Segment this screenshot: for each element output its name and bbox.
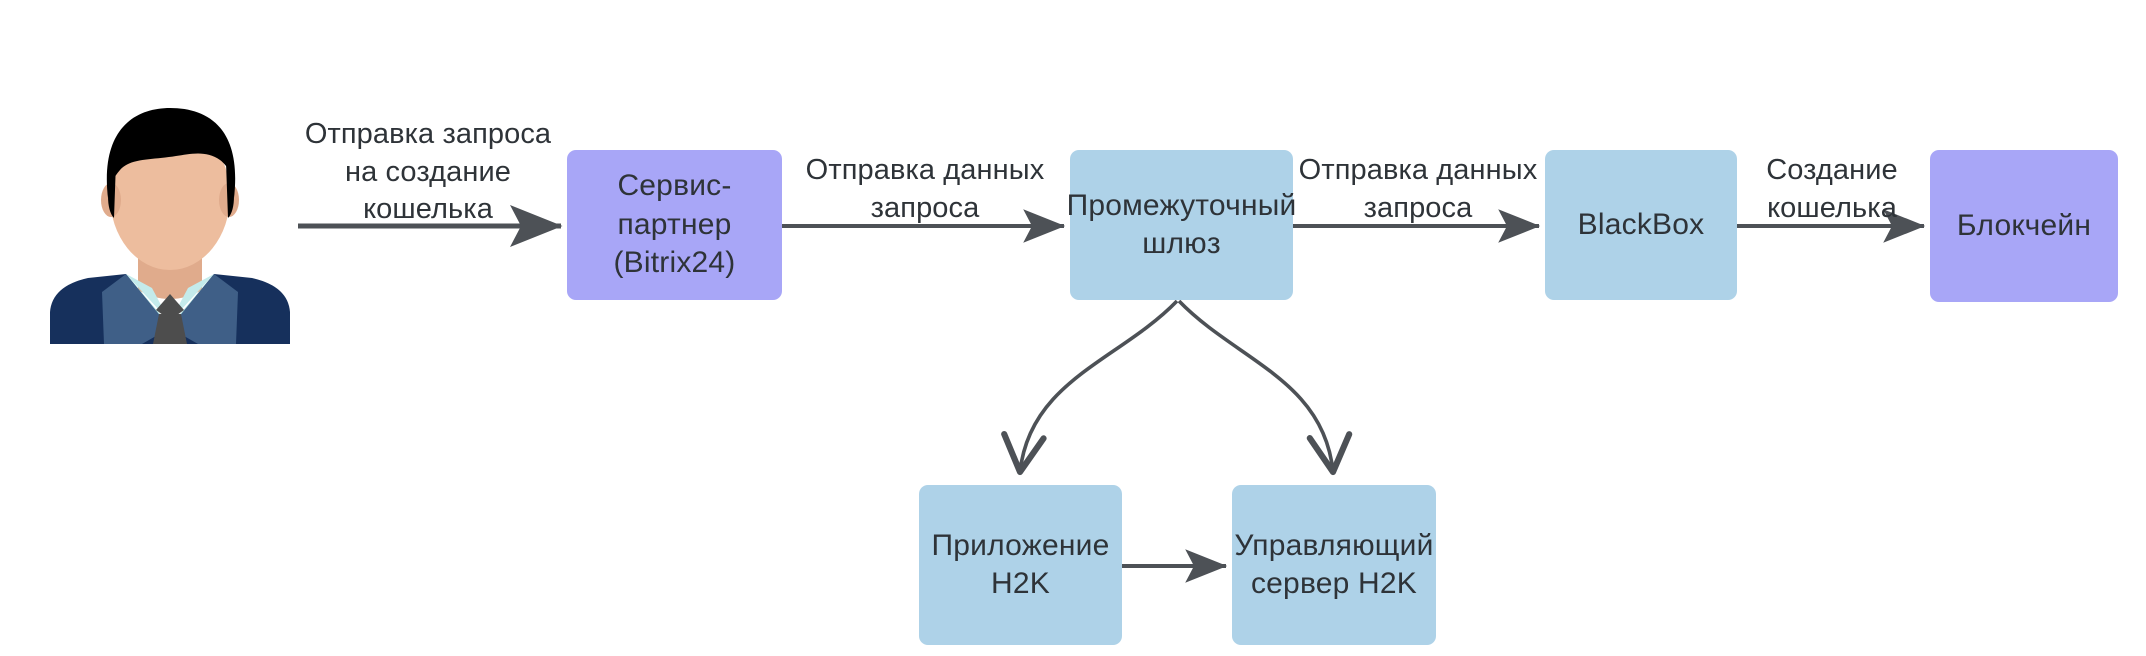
edge-label-partner-to-gateway: Отправка данных запроса — [805, 154, 1045, 224]
user-avatar-icon — [50, 108, 290, 344]
node-app-h2k[interactable]: Приложение H2K — [919, 485, 1122, 645]
edge-label-gateway-to-blackbox: Отправка данных запроса — [1298, 154, 1538, 224]
node-gateway[interactable]: Промежуточный шлюз — [1067, 150, 1296, 300]
node-blockchain[interactable]: Блокчейн — [1930, 150, 2118, 302]
node-server-h2k[interactable]: Управляющий сервер H2K — [1232, 485, 1436, 645]
edge-gateway-to-server — [1177, 299, 1353, 476]
node-service-partner[interactable]: Сервис-партнер (Bitrix24) — [567, 150, 782, 300]
edge-label-blackbox-to-blockchain: Создание кошелька — [1766, 154, 1898, 224]
edge-label-actor-to-partner: Отправка запроса на создание кошелька — [304, 118, 552, 226]
edge-gateway-to-app — [1001, 299, 1179, 476]
node-blackbox[interactable]: BlackBox — [1545, 150, 1737, 300]
